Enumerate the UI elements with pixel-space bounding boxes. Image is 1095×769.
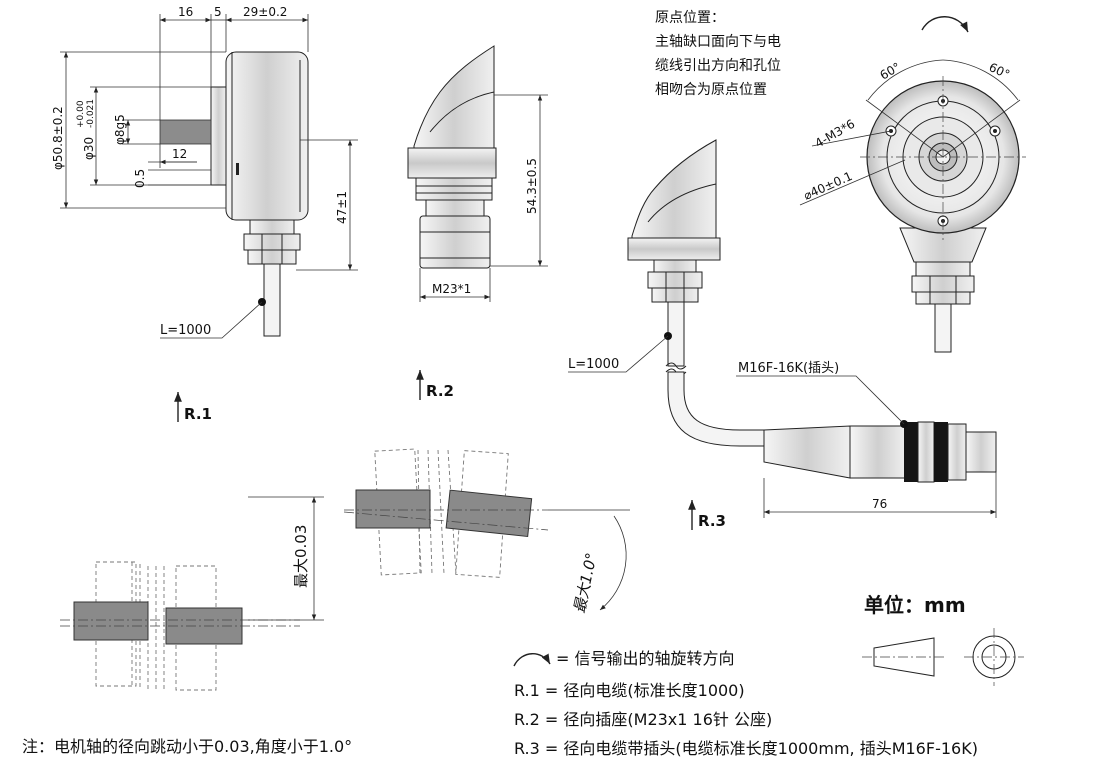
legend-rotation: = 信号输出的轴旋转方向 xyxy=(556,649,735,668)
footnote: 注：电机轴的径向跳动小于0.03,角度小于1.0° xyxy=(22,737,352,756)
dim-30-tol-lower: -0.021 xyxy=(86,99,96,128)
origin-note-line-3: 相吻合为原点位置 xyxy=(655,82,767,98)
projection-symbol-icon xyxy=(862,628,1024,686)
legend-r1: R.1 = 径向电缆(标准长度1000) xyxy=(514,681,745,700)
r3-plug-ring-1 xyxy=(904,422,918,482)
legend-r3: R.3 = 径向电缆带插头(电缆标准长度1000mm, 插头M16F-16K) xyxy=(514,739,978,758)
r2-connector xyxy=(419,215,491,269)
angle-left: 60° xyxy=(878,60,903,83)
label-r1: R.1 xyxy=(184,405,212,423)
legend-rotation-arrow-icon xyxy=(513,653,551,667)
dim-30-tol-upper: +0.00 xyxy=(76,100,86,128)
origin-note-title: 原点位置： xyxy=(655,10,725,26)
origin-note-line-1: 主轴缺口面向下与电 xyxy=(655,34,781,50)
unit-label: 单位：mm xyxy=(864,593,966,617)
dim-29: 29±0.2 xyxy=(243,5,287,19)
angle-right: 60° xyxy=(987,60,1012,82)
r1-housing xyxy=(225,51,309,221)
tolerance-radial-label: 最大0.03 xyxy=(292,525,310,588)
origin-note-line-2: 缆线引出方向和孔位 xyxy=(655,58,781,74)
r3-cable-bend xyxy=(667,371,765,447)
dim-8g5: φ8g5 xyxy=(113,114,127,145)
dim-76: 76 xyxy=(872,497,887,511)
tolerance-angular-label: 最大1.0° xyxy=(570,551,600,615)
dim-47: 47±1 xyxy=(335,191,349,224)
dim-12: 12 xyxy=(172,147,187,161)
dim-5: 5 xyxy=(214,5,222,19)
r3-plug-label: M16F-16K(插头) xyxy=(738,361,839,376)
view-r1: 16 5 29±0.2 φ50.8±0.2 φ30 +0.00 -0.021 φ… xyxy=(51,5,358,423)
legend-r2: R.2 = 径向插座(M23x1 16针 公座) xyxy=(514,710,772,729)
view-r2: 54.3±0.5 M23*1 R.2 xyxy=(407,45,548,400)
dim-30: φ30 xyxy=(82,137,96,160)
dim-50-8: φ50.8±0.2 xyxy=(51,106,65,170)
label-r2: R.2 xyxy=(426,382,454,400)
dim-54-3: 54.3±0.5 xyxy=(525,158,539,214)
holes-label: 4-M3*6 xyxy=(813,117,858,151)
r3-housing xyxy=(631,139,717,241)
view-front: 60° 60° 4-M3*6 ⌀40±0.1 xyxy=(799,16,1026,353)
r1-cable xyxy=(263,263,281,337)
r3-boot xyxy=(763,425,851,479)
r2-housing-top xyxy=(413,45,495,151)
dim-m23: M23*1 xyxy=(432,282,471,296)
r3-plug-ring-2 xyxy=(934,422,948,482)
label-r3: R.3 xyxy=(698,512,726,530)
tolerance-radial: 最大0.03 xyxy=(60,496,324,691)
dim-16: 16 xyxy=(178,5,193,19)
r1-flange xyxy=(210,86,227,186)
bolt-circle-label: ⌀40±0.1 xyxy=(802,169,855,203)
origin-note: 原点位置： 主轴缺口面向下与电 缆线引出方向和孔位 相吻合为原点位置 xyxy=(655,10,781,98)
r1-shaft xyxy=(159,119,212,145)
dim-0-5: 0.5 xyxy=(133,169,147,188)
r3-cable-length: L=1000 xyxy=(568,357,619,372)
r1-cable-length: L=1000 xyxy=(160,323,211,338)
rotation-arrow-icon xyxy=(921,16,969,33)
legend: = 信号输出的轴旋转方向 R.1 = 径向电缆(标准长度1000) R.2 = … xyxy=(513,649,978,758)
tolerance-angular: 最大1.0° xyxy=(343,448,630,615)
view-r3: L=1000 M16F-16K(插头) 76 R.3 xyxy=(568,139,997,530)
